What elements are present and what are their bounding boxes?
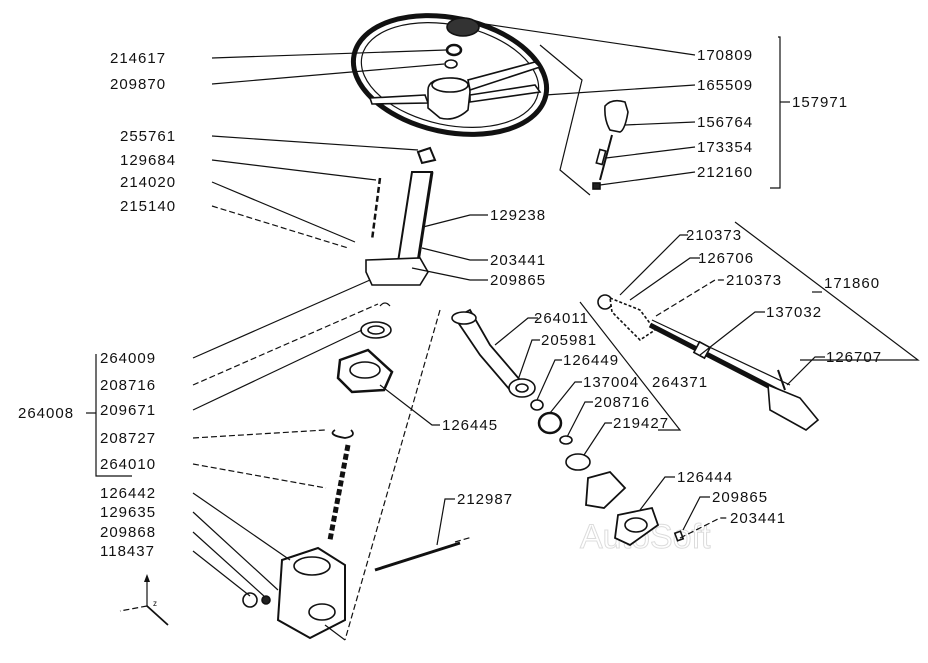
long-bolt	[374, 536, 473, 572]
part-label-264010[interactable]: 264010	[100, 456, 156, 473]
part-label-209865-b[interactable]: 209865	[712, 489, 768, 506]
part-label-126444[interactable]: 126444	[677, 469, 733, 486]
washer	[444, 59, 458, 69]
part-label-208727[interactable]: 208727	[100, 430, 156, 447]
part-label-214617[interactable]: 214617	[110, 50, 166, 67]
part-label-208716-b[interactable]: 208716	[594, 394, 650, 411]
intermediate-shaft	[597, 294, 820, 431]
part-label-209865[interactable]: 209865	[490, 272, 546, 289]
part-label-126442[interactable]: 126442	[100, 485, 156, 502]
leader-lines	[86, 22, 825, 598]
part-label-210373-b[interactable]: 210373	[726, 272, 782, 289]
part-label-209671[interactable]: 209671	[100, 402, 156, 419]
part-label-137004[interactable]: 137004	[583, 374, 639, 391]
part-label-255761[interactable]: 255761	[120, 128, 176, 145]
axis-indicator: z	[119, 574, 169, 626]
seal-ring	[379, 302, 391, 307]
part-label-212987[interactable]: 212987	[457, 491, 513, 508]
part-label-126445[interactable]: 126445	[442, 417, 498, 434]
part-label-209868[interactable]: 209868	[100, 524, 156, 541]
lever-knob	[592, 99, 629, 190]
part-label-126706[interactable]: 126706	[698, 250, 754, 267]
snap-ring	[331, 429, 354, 439]
bearing	[360, 321, 392, 339]
part-label-208716[interactable]: 208716	[100, 377, 156, 394]
group-label-171860[interactable]: 171860	[824, 275, 880, 292]
worm-shaft	[327, 444, 351, 541]
part-label-173354[interactable]: 173354	[697, 139, 753, 156]
gear-plate	[336, 348, 394, 394]
cover-plate-126444	[614, 506, 660, 547]
part-label-129238[interactable]: 129238	[490, 207, 546, 224]
part-label-126449[interactable]: 126449	[563, 352, 619, 369]
horn-cap	[446, 17, 480, 37]
part-label-264009[interactable]: 264009	[100, 350, 156, 367]
gearbox-housing	[276, 546, 346, 640]
pinion-shaft	[451, 308, 522, 392]
plug	[242, 592, 258, 608]
part-label-210373[interactable]: 210373	[686, 227, 742, 244]
group-label-264008[interactable]: 264008	[18, 405, 74, 422]
axis-label-z: z	[153, 599, 157, 608]
part-label-203441-b[interactable]: 203441	[730, 510, 786, 527]
bearing-137004	[537, 411, 563, 435]
ring-208716	[559, 435, 573, 445]
part-label-118437[interactable]: 118437	[100, 543, 155, 560]
group-outline-157971	[539, 44, 591, 196]
spacer-126449	[530, 399, 544, 411]
group-outline-264371	[579, 301, 682, 431]
axis-tick	[324, 624, 346, 641]
bearing-205981	[508, 378, 536, 398]
group-outline-171860	[734, 221, 920, 361]
part-label-126707[interactable]: 126707	[826, 349, 882, 366]
part-label-209870[interactable]: 209870	[110, 76, 166, 93]
part-label-165509[interactable]: 165509	[697, 77, 753, 94]
part-label-264011[interactable]: 264011	[534, 310, 589, 327]
part-label-219427[interactable]: 219427	[613, 415, 669, 432]
part-label-129684[interactable]: 129684	[120, 152, 176, 169]
nut	[445, 43, 463, 57]
part-label-205981[interactable]: 205981	[541, 332, 597, 349]
seal-219427	[565, 453, 591, 471]
steering-column	[365, 146, 437, 286]
part-label-214020[interactable]: 214020	[120, 174, 176, 191]
part-label-137032[interactable]: 137032	[766, 304, 822, 321]
part-label-203441[interactable]: 203441	[490, 252, 546, 269]
assembly-axis	[344, 309, 441, 641]
group-label-157971[interactable]: 157971	[792, 94, 848, 111]
washer-small	[261, 595, 271, 605]
part-label-212160[interactable]: 212160	[697, 164, 753, 181]
group-label-264371[interactable]: 264371	[652, 374, 708, 391]
bolt-203441	[673, 530, 685, 542]
part-label-156764[interactable]: 156764	[697, 114, 753, 131]
part-label-215140[interactable]: 215140	[120, 198, 176, 215]
part-label-129635[interactable]: 129635	[100, 504, 156, 521]
gasket	[585, 470, 627, 509]
part-label-170809[interactable]: 170809	[697, 47, 753, 64]
